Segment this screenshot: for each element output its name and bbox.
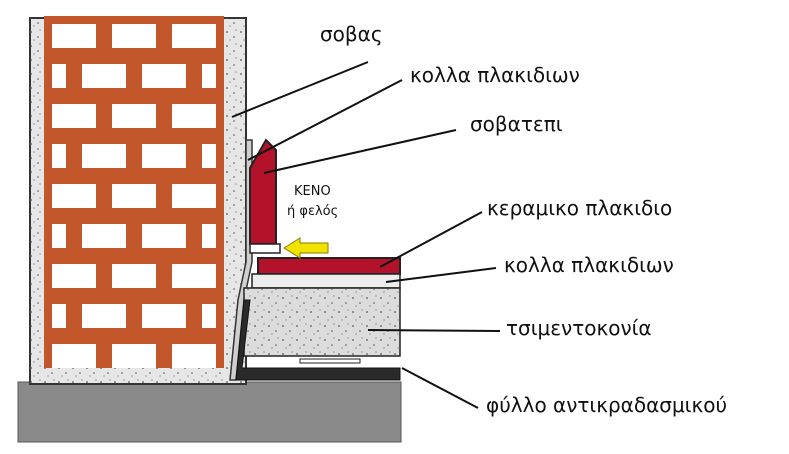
brick-cell (172, 344, 216, 368)
brick-cell (142, 224, 186, 248)
leader-lines (231, 61, 501, 409)
skirting-board (249, 138, 277, 245)
brick-cell (82, 64, 126, 88)
acoustic-sheet-highlight (299, 358, 361, 364)
leader-render (231, 61, 369, 118)
brick-cell (112, 24, 156, 48)
brick-cell (202, 64, 216, 88)
gap-strip (249, 243, 281, 254)
brick-cell (52, 24, 96, 48)
leader-screed (367, 329, 501, 332)
brick-cell (172, 184, 216, 208)
brick-cell (52, 304, 66, 328)
brick-cell (172, 24, 216, 48)
tile-adhesive-layer (251, 273, 401, 289)
leader-skirting (263, 129, 457, 174)
label-skirting: σοβατεπι (470, 112, 563, 136)
concrete-slab (17, 381, 402, 443)
brick-cell (112, 264, 156, 288)
brick-cell (172, 104, 216, 128)
gap-arrow-icon (283, 237, 329, 259)
brick-cell (82, 304, 126, 328)
brick-cell (202, 224, 216, 248)
label-render: σοβας (320, 22, 383, 46)
brick-cell (52, 144, 66, 168)
label-ceramic-tile: κεραμικο πλακιδιο (487, 196, 673, 220)
cement-screed-speckle (244, 288, 400, 356)
label-tile-adhesive-top: κολλα πλακιδιων (410, 63, 580, 87)
leader-adhesive-top (247, 79, 403, 161)
label-screed: τσιμεντοκονία (506, 316, 652, 340)
leader-adhesive-bottom (385, 267, 497, 283)
ceramic-tile-layer (257, 257, 401, 275)
brick-cell (82, 144, 126, 168)
brick-cell (52, 224, 66, 248)
brick-cell (112, 184, 156, 208)
brick-cell (202, 144, 216, 168)
brick-cell (142, 144, 186, 168)
brick-cell (52, 184, 96, 208)
brick-cell (142, 304, 186, 328)
label-tile-adhesive-bottom: κολλα πλακιδιων (504, 253, 674, 277)
label-gap-line1: ΚΕΝΟ (294, 184, 331, 199)
brick-cell (112, 104, 156, 128)
brick-masonry (44, 16, 224, 368)
brick-cell (202, 304, 216, 328)
brick-cell (112, 344, 156, 368)
brick-cell (172, 264, 216, 288)
label-acoustic-sheet: φύλλο αντικραδασμικού (486, 393, 728, 417)
brick-cell (52, 64, 66, 88)
brick-cell (52, 264, 96, 288)
acoustic-sheet (235, 299, 401, 381)
label-gap-line2: ή φελός (287, 204, 339, 219)
brick-cell (52, 104, 96, 128)
brick-cell (142, 64, 186, 88)
leader-tile (379, 211, 483, 268)
leader-acoustic (401, 367, 479, 409)
brick-cell (82, 224, 126, 248)
brick-cell (52, 344, 96, 368)
